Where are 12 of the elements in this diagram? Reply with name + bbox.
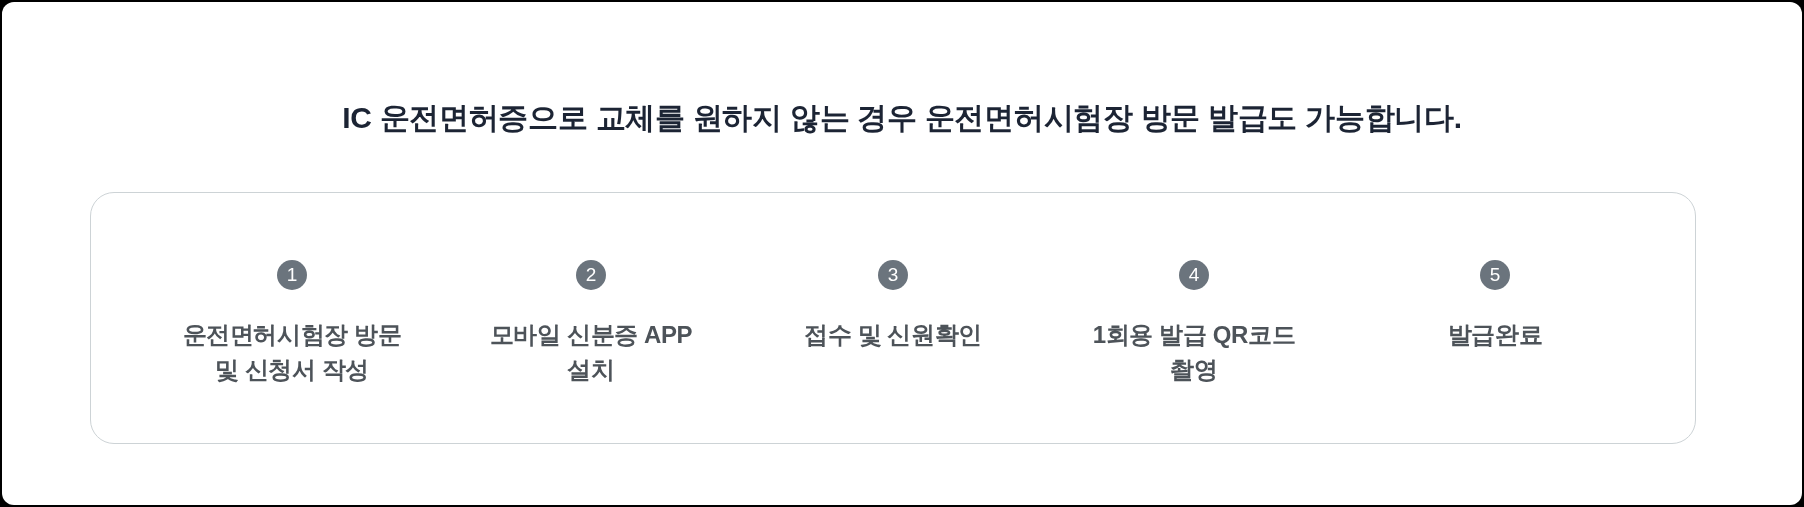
number-circle: 1	[277, 260, 307, 290]
step-label: 모바일 신분증 APP 설치	[488, 320, 694, 385]
step-label: 1회용 발급 QR코드 촬영	[1091, 320, 1297, 385]
step-label: 접수 및 신원확인	[804, 320, 982, 350]
number-circle: 3	[878, 260, 908, 290]
title: IC 운전면허증으로 교체를 원하지 않는 경우 운전면허시험장 방문 발급도 가능합니다.	[342, 100, 1462, 136]
step-label: 운전면허시험장 방문 및 신청서 작성	[181, 320, 403, 385]
number-circle: 2	[576, 260, 606, 290]
number-circle: 4	[1179, 260, 1209, 290]
number-circle: 5	[1480, 260, 1510, 290]
step-label: 발급완료	[1447, 320, 1543, 350]
panel	[90, 192, 1696, 444]
